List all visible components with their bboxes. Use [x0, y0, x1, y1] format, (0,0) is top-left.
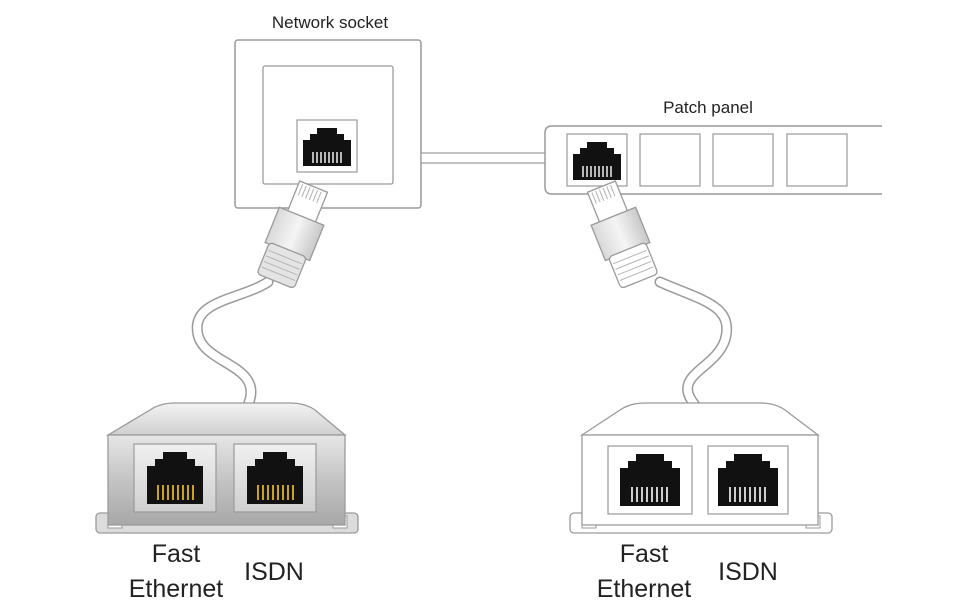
patch-panel-jack-icon — [573, 142, 621, 180]
patch-panel-empty-port — [712, 133, 774, 187]
left-fast-ethernet-label-line2: Ethernet — [129, 575, 224, 603]
network-socket-label: Network socket — [272, 13, 388, 32]
right-cable — [654, 276, 733, 411]
left-rj45-plug-icon — [257, 180, 329, 289]
patch-panel-empty-port — [786, 133, 848, 187]
left-isdn-port-icon — [233, 443, 317, 513]
left-fast-ethernet-port-icon — [133, 443, 217, 513]
patch-panel-label: Patch panel — [663, 98, 753, 117]
socket-jack-icon — [296, 119, 358, 173]
right-rj45-plug-icon — [586, 180, 658, 289]
network-socket — [234, 39, 422, 209]
patch-panel-empty-port — [639, 133, 701, 187]
socket-to-panel-cable — [420, 152, 548, 164]
right-splitter — [569, 402, 833, 534]
right-fast-ethernet-label-line2: Ethernet — [597, 575, 692, 603]
left-isdn-label: ISDN — [244, 558, 304, 586]
right-isdn-port-icon — [707, 445, 789, 515]
patch-panel — [544, 125, 882, 195]
right-fast-ethernet-label-line1: Fast — [620, 540, 669, 568]
left-cable — [191, 276, 274, 411]
left-fast-ethernet-label-line1: Fast — [152, 540, 201, 568]
right-fast-ethernet-port-icon — [607, 445, 693, 515]
left-splitter — [95, 402, 359, 534]
right-isdn-label: ISDN — [718, 558, 778, 586]
